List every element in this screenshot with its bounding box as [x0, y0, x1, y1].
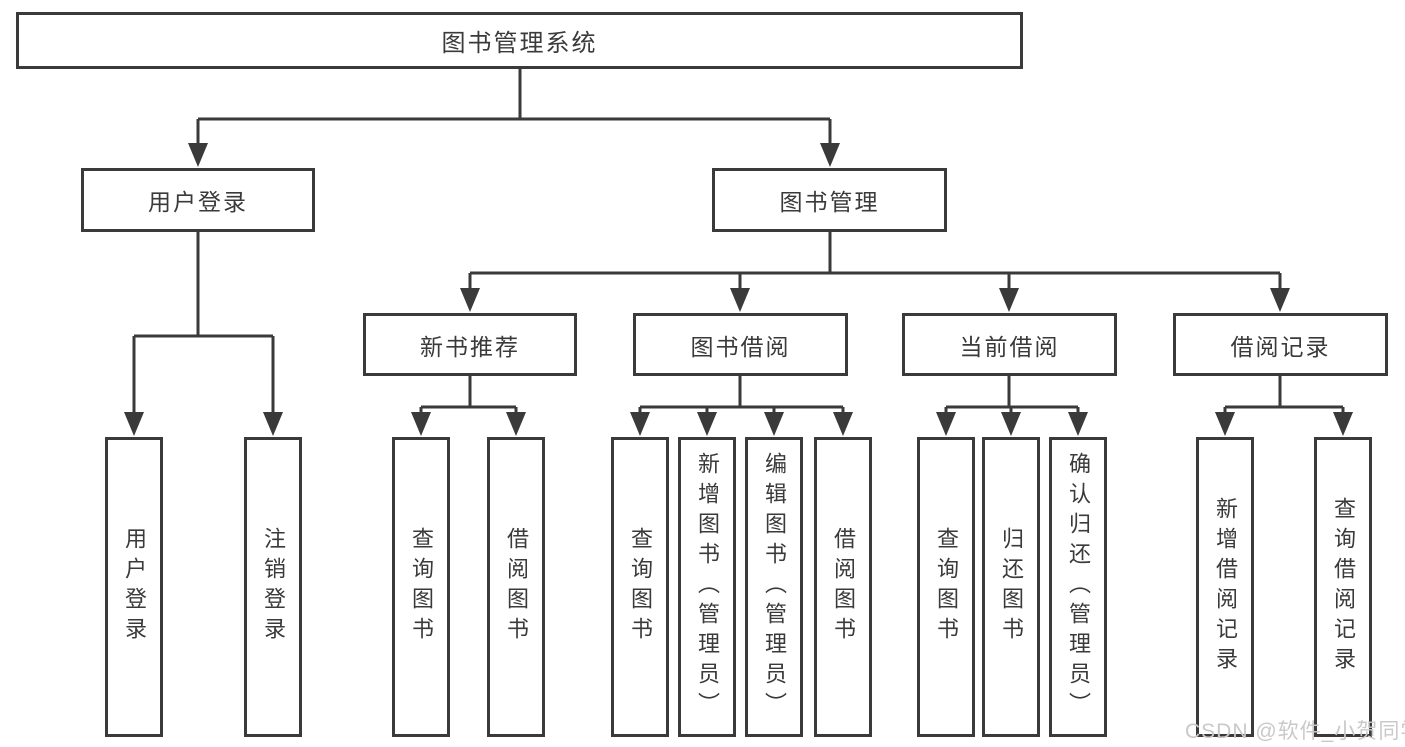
leaf-label: 查询图书 — [628, 527, 653, 647]
leaf-label: 归还图书 — [999, 527, 1024, 647]
node-book-management: 图书管理 — [712, 168, 947, 232]
connector-current-branch — [936, 375, 1088, 436]
leaf-query-book-recommend: 查询图书 — [392, 437, 450, 737]
csdn-watermark: CSDN @软件_小贺同学 — [1185, 720, 1405, 743]
connector-user-login-branch — [124, 232, 283, 436]
node-book-borrow: 图书借阅 — [633, 313, 848, 376]
leaf-label: 新增图书（管理员） — [695, 452, 720, 722]
node-label: 图书管理 — [779, 189, 880, 215]
node-new-book-recommend: 新书推荐 — [363, 313, 577, 376]
node-label: 图书管理系统 — [441, 30, 598, 57]
leaf-query-book-current: 查询图书 — [917, 437, 975, 737]
leaf-label: 用户登录 — [122, 527, 147, 647]
node-label: 新书推荐 — [420, 333, 520, 360]
node-label: 用户登录 — [148, 189, 248, 215]
leaf-query-borrow-record: 查询借阅记录 — [1314, 437, 1372, 737]
leaf-query-book-borrow: 查询图书 — [611, 437, 669, 737]
connector-records-branch — [1215, 375, 1353, 436]
leaf-confirm-return-admin: 确认归还（管理员） — [1049, 437, 1107, 737]
leaf-label: 借阅图书 — [831, 527, 856, 647]
leaf-label: 确认归还（管理员） — [1066, 452, 1091, 722]
node-current-borrow: 当前借阅 — [902, 313, 1117, 376]
connector-book-mgmt-branch — [460, 232, 1290, 312]
leaf-return-book: 归还图书 — [982, 437, 1040, 737]
leaf-borrow-book: 借阅图书 — [814, 437, 872, 737]
leaf-user-login: 用户登录 — [105, 437, 163, 737]
leaf-label: 借阅图书 — [504, 527, 529, 647]
leaf-label: 查询借阅记录 — [1331, 497, 1356, 677]
leaf-label: 查询图书 — [409, 527, 434, 647]
node-user-login: 用户登录 — [81, 168, 315, 232]
leaf-label: 查询图书 — [934, 527, 959, 647]
node-label: 图书借阅 — [690, 333, 791, 360]
connector-borrow-branch — [630, 375, 853, 436]
leaf-label: 新增借阅记录 — [1213, 497, 1238, 677]
node-label: 借阅记录 — [1230, 333, 1331, 360]
node-label: 当前借阅 — [959, 333, 1060, 360]
leaf-logout: 注销登录 — [244, 437, 302, 737]
leaf-label: 编辑图书（管理员） — [762, 452, 787, 722]
node-library-management-system: 图书管理系统 — [16, 12, 1023, 69]
leaf-borrow-book-recommend: 借阅图书 — [487, 437, 545, 737]
leaf-label: 注销登录 — [261, 527, 286, 647]
connector-recommend-branch — [411, 375, 526, 436]
leaf-add-borrow-record: 新增借阅记录 — [1196, 437, 1254, 737]
leaf-add-book-admin: 新增图书（管理员） — [678, 437, 736, 737]
node-borrow-records: 借阅记录 — [1173, 313, 1388, 376]
leaf-edit-book-admin: 编辑图书（管理员） — [745, 437, 803, 737]
connector-root-to-level2 — [188, 68, 840, 167]
